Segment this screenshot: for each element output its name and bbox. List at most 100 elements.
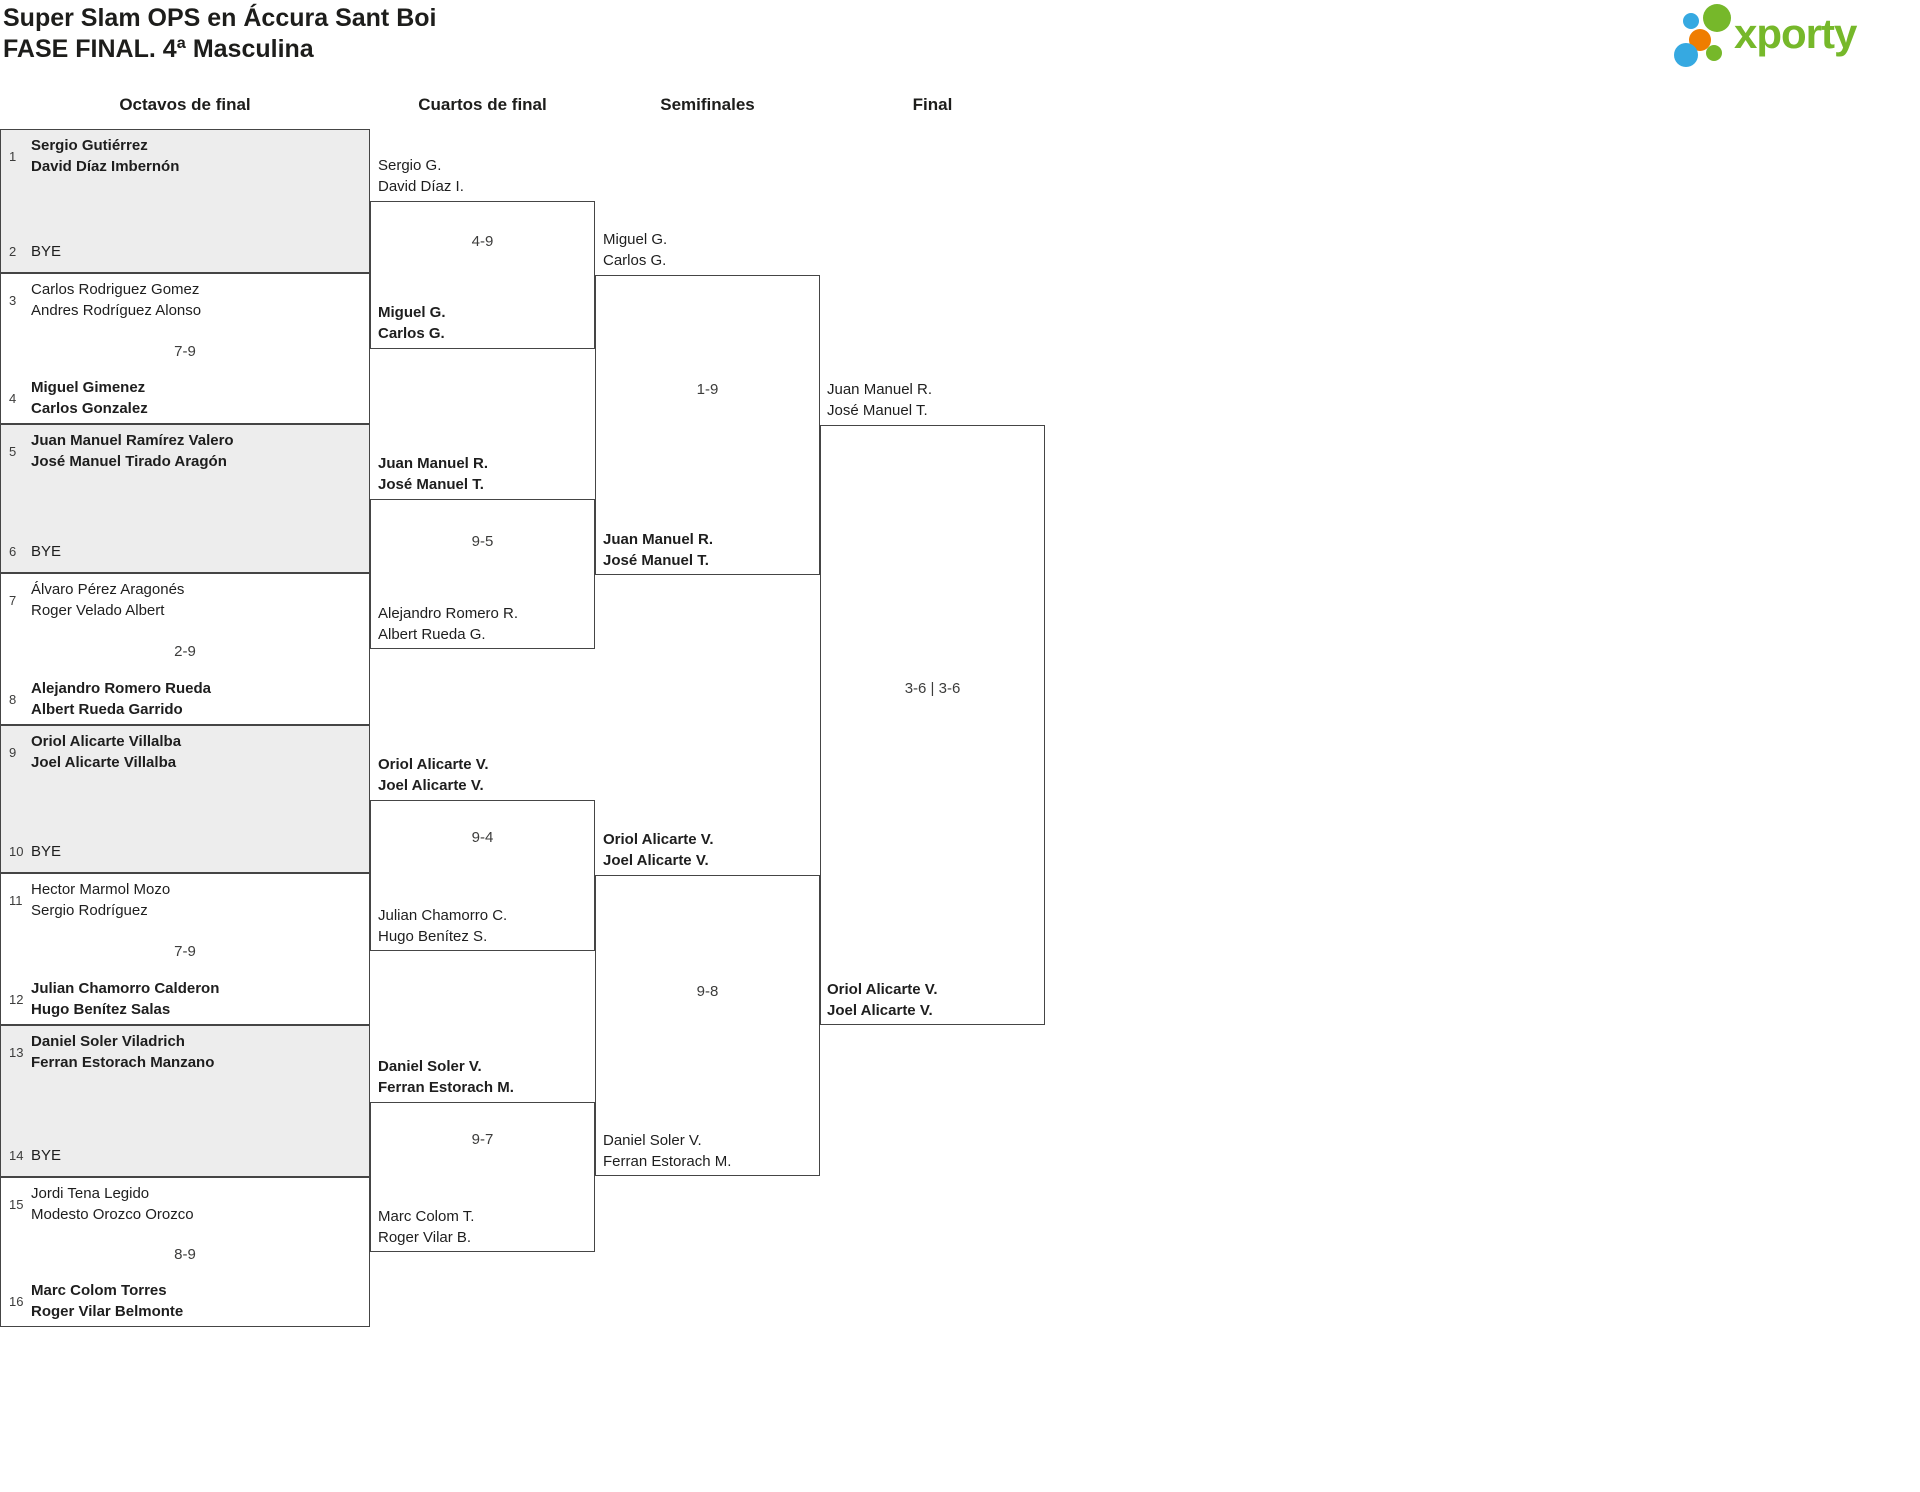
player-name: Oriol Alicarte V. <box>827 981 938 998</box>
seed-number: 15 <box>9 1196 24 1212</box>
team-label: Juan Manuel R. José Manuel T. <box>378 453 590 495</box>
logo-dot-blue-small <box>1683 13 1699 29</box>
r16-match-box-5: 9 Oriol Alicarte Villalba Joel Alicarte … <box>0 725 370 873</box>
player-name: Alejandro Romero Rueda <box>31 680 212 697</box>
r16-match-box-1: 1 Sergio Gutiérrez David Díaz Imbernón 2… <box>0 129 370 273</box>
player-name: Miguel G. <box>378 304 446 321</box>
seed-number: 5 <box>9 443 17 459</box>
team-names: Julian Chamorro Calderon Hugo Benítez Sa… <box>31 978 219 1020</box>
team-entry: 14 BYE <box>9 1145 363 1166</box>
seed-number: 6 <box>9 544 17 559</box>
qf-match-box-3 <box>370 800 595 951</box>
qf-match-box-2 <box>370 499 595 649</box>
tournament-subtitle: FASE FINAL. 4ª Masculina <box>3 35 314 63</box>
player-name: Carlos G. <box>603 252 667 269</box>
player-name: Albert Rueda Garrido <box>31 701 183 718</box>
player-name: José Manuel T. <box>378 476 484 493</box>
match-score: 9-8 <box>696 983 719 1000</box>
team-names: BYE <box>31 1145 61 1166</box>
team-names: Sergio Gutiérrez David Díaz Imbernón <box>31 135 179 177</box>
team-label: Oriol Alicarte V. Joel Alicarte V. <box>827 979 1039 1021</box>
player-name: Joel Alicarte Villalba <box>31 754 177 771</box>
player-name: Juan Manuel R. <box>603 531 714 548</box>
match-score: 7-9 <box>174 943 196 960</box>
round-header-final: Final <box>912 95 953 114</box>
r16-match-box-7: 13 Daniel Soler Viladrich Ferran Estorac… <box>0 1025 370 1177</box>
team-names: BYE <box>31 841 61 862</box>
match-score: 9-7 <box>471 1131 494 1148</box>
seed-number: 9 <box>9 744 17 760</box>
player-name: Marc Colom T. <box>378 1208 475 1225</box>
player-name: Roger Vilar Belmonte <box>31 1303 184 1320</box>
player-name: Joel Alicarte V. <box>603 852 709 869</box>
team-names: Álvaro Pérez Aragonés Roger Velado Alber… <box>31 579 184 621</box>
team-label: Juan Manuel R. José Manuel T. <box>603 529 815 571</box>
qf-match-box-1 <box>370 201 595 349</box>
player-name: Ferran Estorach Manzano <box>31 1054 215 1071</box>
team-label: Miguel G. Carlos G. <box>378 302 590 344</box>
team-entry: 16 Marc Colom Torres Roger Vilar Belmont… <box>9 1280 363 1322</box>
team-names: Miguel Gimenez Carlos Gonzalez <box>31 377 148 419</box>
team-entry: 7 Álvaro Pérez Aragonés Roger Velado Alb… <box>9 579 363 621</box>
player-name: Marc Colom Torres <box>31 1282 167 1299</box>
player-name: Juan Manuel R. <box>378 455 489 472</box>
team-entry: 9 Oriol Alicarte Villalba Joel Alicarte … <box>9 731 363 773</box>
player-name: Hugo Benítez S. <box>378 928 488 945</box>
seed-number: 2 <box>9 244 17 259</box>
team-label: Alejandro Romero R. Albert Rueda G. <box>378 603 590 645</box>
player-name: BYE <box>31 843 62 860</box>
round-header-octavos: Octavos de final <box>119 95 251 114</box>
match-score: 8-9 <box>174 1246 196 1263</box>
player-name: Roger Velado Albert <box>31 602 165 619</box>
player-name: David Díaz I. <box>378 178 464 195</box>
round-header-semis: Semifinales <box>660 95 755 114</box>
player-name: Sergio Gutiérrez <box>31 137 148 154</box>
team-entry: 6 BYE <box>9 541 363 562</box>
round-header-cuartos: Cuartos de final <box>418 95 547 114</box>
player-name: Modesto Orozco Orozco <box>31 1206 194 1223</box>
match-score: 3-6 | 3-6 <box>904 680 961 697</box>
team-entry: 3 Carlos Rodriguez Gomez Andres Rodrígue… <box>9 279 363 321</box>
team-label: Marc Colom T. Roger Vilar B. <box>378 1206 590 1248</box>
match-score: 1-9 <box>696 381 719 398</box>
seed-number: 4 <box>9 390 17 406</box>
team-label: Oriol Alicarte V. Joel Alicarte V. <box>378 754 590 796</box>
player-name: Ferran Estorach M. <box>378 1079 514 1096</box>
team-label: Juan Manuel R. José Manuel T. <box>827 379 1039 421</box>
team-label: Miguel G. Carlos G. <box>603 229 815 271</box>
player-name: Carlos Gonzalez <box>31 400 148 417</box>
player-name: Miguel G. <box>603 231 668 248</box>
player-name: BYE <box>31 543 62 560</box>
seed-number: 13 <box>9 1044 24 1060</box>
team-names: Jordi Tena Legido Modesto Orozco Orozco <box>31 1183 194 1225</box>
tournament-title: Super Slam OPS en Áccura Sant Boi <box>3 4 437 32</box>
seed-number: 11 <box>9 892 23 908</box>
match-score: 9-5 <box>471 533 494 550</box>
player-name: Joel Alicarte V. <box>378 777 484 794</box>
player-name: Daniel Soler Viladrich <box>31 1033 185 1050</box>
team-names: Alejandro Romero Rueda Albert Rueda Garr… <box>31 678 211 720</box>
player-name: Oriol Alicarte V. <box>378 756 489 773</box>
seed-number: 3 <box>9 292 17 308</box>
player-name: BYE <box>31 243 62 260</box>
logo-dot-blue-large <box>1674 43 1698 67</box>
team-names: Juan Manuel Ramírez Valero José Manuel T… <box>31 430 234 472</box>
seed-number: 12 <box>9 991 24 1007</box>
player-name: Alejandro Romero R. <box>378 605 519 622</box>
r16-match-box-2: 3 Carlos Rodriguez Gomez Andres Rodrígue… <box>0 273 370 424</box>
match-score: 7-9 <box>174 342 196 360</box>
r16-match-box-3: 5 Juan Manuel Ramírez Valero José Manuel… <box>0 424 370 573</box>
logo-dot-green-small <box>1706 45 1722 61</box>
match-score: 2-9 <box>174 643 196 660</box>
player-name: Hugo Benítez Salas <box>31 1001 171 1018</box>
player-name: Daniel Soler V. <box>378 1058 482 1075</box>
team-label: Sergio G. David Díaz I. <box>378 155 590 197</box>
player-name: José Manuel T. <box>827 402 928 419</box>
match-score: 9-4 <box>471 829 494 846</box>
player-name: José Manuel Tirado Aragón <box>31 453 227 470</box>
player-name: Juan Manuel R. <box>827 381 933 398</box>
player-name: Carlos G. <box>378 325 445 342</box>
xporty-logo: xporty <box>1670 0 1910 80</box>
player-name: José Manuel T. <box>603 552 709 569</box>
